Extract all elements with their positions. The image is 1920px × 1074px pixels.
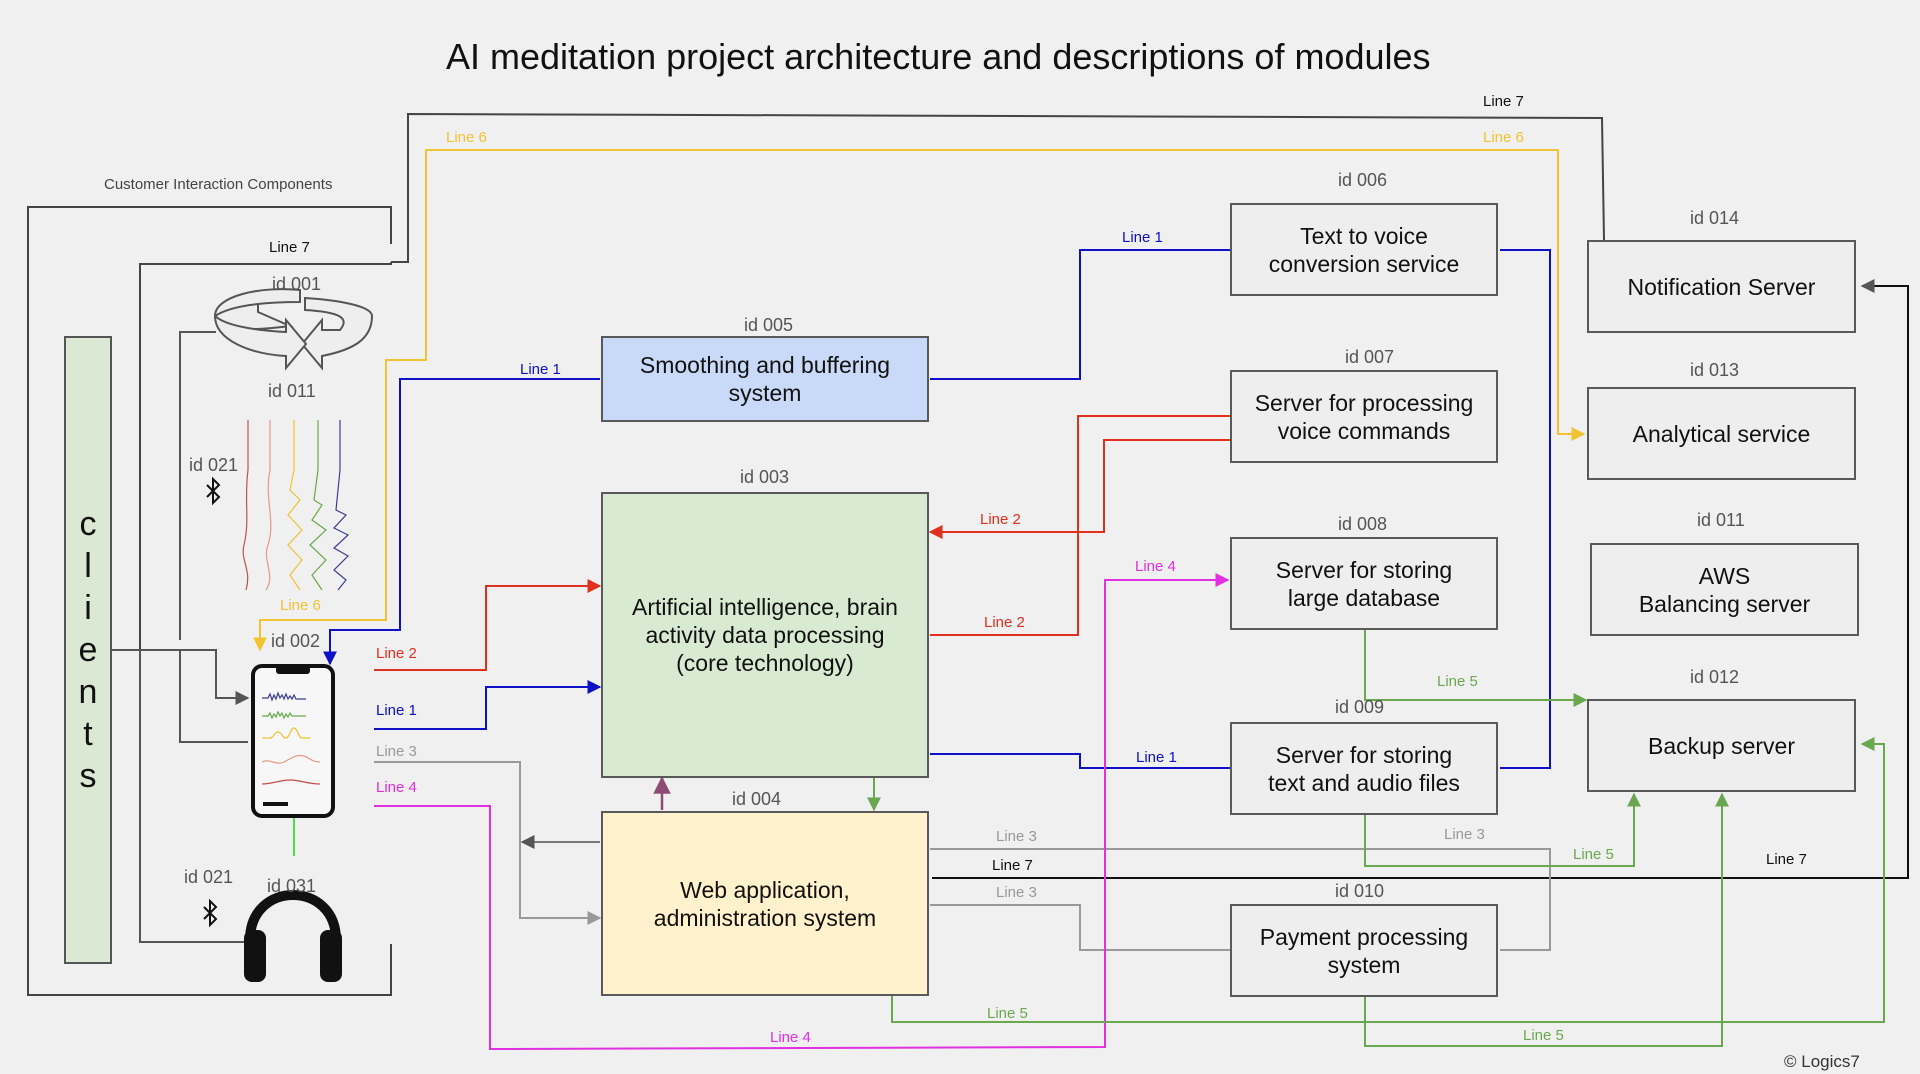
- line7-headphones-branch: [139, 650, 246, 943]
- large-database-box: Server for storing large database: [1230, 537, 1498, 630]
- line1-label: Line 1: [1122, 229, 1163, 246]
- analytical-service-box: Analytical service: [1587, 387, 1856, 480]
- line7-label: Line 7: [1766, 851, 1807, 868]
- copyright-label: © Logics7: [1784, 1052, 1860, 1071]
- module-011-id: id 011: [1697, 510, 1745, 530]
- line1-label: Line 1: [376, 702, 417, 719]
- client-group-label: Customer Interaction Components: [104, 176, 333, 193]
- module-014-id: id 014: [1690, 208, 1740, 228]
- web-application-box: Web application, administration system: [601, 811, 929, 996]
- line3-label: Line 3: [996, 884, 1037, 901]
- line6-label: Line 6: [1483, 129, 1524, 146]
- module-003-id: id 003: [740, 467, 790, 487]
- line7-label: Line 7: [1483, 93, 1524, 110]
- line3-phone-webapp: [374, 761, 602, 925]
- line3-label: Line 3: [996, 828, 1037, 845]
- backup-server-box: Backup server: [1587, 699, 1856, 792]
- line4-label: Line 4: [770, 1029, 811, 1046]
- ai-core-box: Artificial intelligence, brain activity …: [601, 492, 929, 778]
- headphones-icon: [244, 890, 342, 982]
- line5-label: Line 5: [1523, 1027, 1564, 1044]
- line2-label: Line 2: [984, 614, 1025, 631]
- line4-route: [374, 573, 1230, 1051]
- line7-label: Line 7: [992, 857, 1033, 874]
- smartphone-icon: [251, 664, 335, 818]
- module-009-id: id 009: [1335, 697, 1385, 717]
- clients-letter: e: [78, 631, 98, 669]
- line5-label: Line 5: [1437, 673, 1478, 690]
- line6-label: Line 6: [280, 597, 321, 614]
- module-008-id: id 008: [1338, 514, 1388, 534]
- headphones-id-label: id 031: [267, 876, 317, 896]
- line7-clients-branch: [112, 649, 248, 743]
- line3-label: Line 3: [1444, 826, 1485, 843]
- line3-webapp-payment: [930, 904, 1230, 951]
- text-audio-storage-box: Server for storing text and audio files: [1230, 722, 1498, 815]
- line1-core-storage: [930, 753, 1230, 769]
- line7-label: Line 7: [269, 239, 310, 256]
- clients-letter: l: [84, 547, 92, 585]
- line7-phone-arrow: [162, 649, 250, 705]
- module-010-id: id 010: [1335, 881, 1385, 901]
- clients-letter: s: [79, 757, 97, 795]
- module-012-id: id 012: [1690, 667, 1740, 687]
- text-to-voice-box: Text to voice conversion service: [1230, 203, 1498, 296]
- line5-label: Line 5: [987, 1005, 1028, 1022]
- line5-payment-backup: [1364, 792, 1729, 1047]
- line1-label: Line 1: [520, 361, 561, 378]
- line7-notification-route: [391, 112, 1605, 263]
- sync-id-label: id 001: [272, 274, 322, 294]
- clients-letter: c: [79, 505, 97, 543]
- line6-label: Line 6: [446, 129, 487, 146]
- aws-balancing-box: AWS Balancing server: [1590, 543, 1859, 636]
- line1-phone-core: [374, 680, 602, 730]
- diagram-title: AI meditation project architecture and d…: [446, 36, 1431, 77]
- line1-label: Line 1: [1136, 749, 1177, 766]
- waves-id-label: id 011: [268, 381, 316, 401]
- bluetooth-icon-bottom: [203, 898, 218, 928]
- line5-database-backup: [1364, 630, 1588, 707]
- bluetooth-top-id-label: id 021: [189, 455, 239, 475]
- line1-smoothing-tts: [930, 249, 1230, 380]
- notification-server-box: Notification Server: [1587, 240, 1856, 333]
- module-007-id: id 007: [1345, 347, 1395, 367]
- line2-label: Line 2: [980, 511, 1021, 528]
- module-013-id: id 013: [1690, 360, 1740, 380]
- line5-storage-backup: [1364, 792, 1641, 867]
- module-004-id: id 004: [732, 789, 782, 809]
- line2-label: Line 2: [376, 645, 417, 662]
- bluetooth-icon-top: [206, 476, 221, 506]
- line5-webapp-backup: [891, 737, 1885, 1023]
- eeg-waves-icon: [242, 420, 350, 591]
- clients-letter: t: [83, 715, 93, 753]
- line3-label: Line 3: [376, 743, 417, 760]
- line6-route: [259, 149, 1586, 635]
- line2-voice-to-core: [928, 439, 1230, 539]
- phone-id-label: id 002: [271, 631, 321, 651]
- module-005-id: id 005: [744, 315, 794, 335]
- clients-bar: c l i e n t s: [64, 336, 112, 964]
- clients-letter: i: [84, 589, 92, 627]
- line1-phone-route: [323, 378, 600, 666]
- client-group-bracket: [27, 206, 392, 996]
- bluetooth-bottom-id-label: id 021: [184, 867, 234, 887]
- line4-label: Line 4: [1135, 558, 1176, 575]
- line2-core-to-voice: [930, 415, 1230, 636]
- line2-phone-core: [374, 579, 602, 671]
- sync-arrows-icon: [213, 288, 374, 371]
- voice-commands-box: Server for processing voice commands: [1230, 370, 1498, 463]
- line4-label: Line 4: [376, 779, 417, 796]
- line7-webapp-route: [932, 279, 1909, 879]
- clients-letter: n: [78, 673, 98, 711]
- line7-sync-branch: [179, 331, 216, 640]
- payment-processing-box: Payment processing system: [1230, 904, 1498, 997]
- smoothing-buffering-box: Smoothing and buffering system: [601, 336, 929, 422]
- line5-label: Line 5: [1573, 846, 1614, 863]
- module-006-id: id 006: [1338, 170, 1388, 190]
- line1-tts-storage: [1500, 249, 1551, 769]
- line3-webapp-payment-top: [930, 848, 1551, 951]
